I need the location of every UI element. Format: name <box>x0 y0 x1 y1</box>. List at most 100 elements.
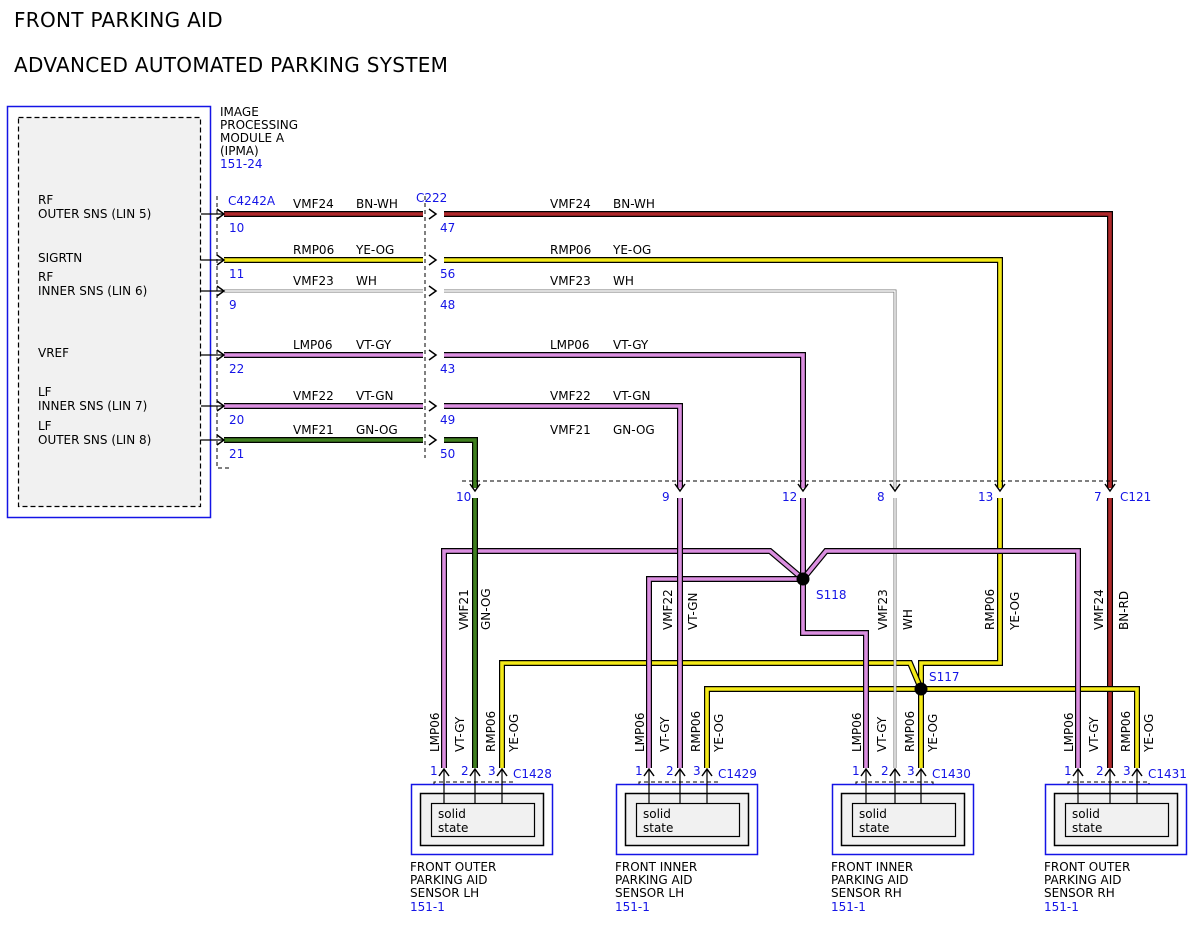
sensor-pin-arrow <box>674 767 686 777</box>
inline-connector-arrow <box>428 349 438 361</box>
sensor-element-label: solid <box>643 807 671 821</box>
inline-connector-arrow <box>428 285 438 297</box>
circuit-color-label: GN-OG <box>356 423 398 437</box>
module-pin-arrow <box>216 349 226 361</box>
module-pin-arrow <box>216 254 226 266</box>
harness-connector-arrow <box>469 483 481 493</box>
sensor-pin-number: 2 <box>1096 764 1104 778</box>
circuit-color-label: VT-GY <box>356 338 392 352</box>
harness-connector-arrow <box>994 483 1006 493</box>
module-pin-arrow <box>216 400 226 412</box>
harness-color-label: BN-RD <box>1117 591 1131 630</box>
module-pin-label: INNER SNS (LIN 6) <box>38 284 147 298</box>
circuit-label: LMP06 <box>550 338 590 352</box>
diagram-title: FRONT PARKING AID <box>14 8 223 32</box>
sensor-pin-arrow <box>1104 767 1116 777</box>
sensor-name-line: PARKING AID <box>1044 873 1122 887</box>
circuit-color-label: BN-WH <box>356 197 398 211</box>
sensor-name-line: SENSOR RH <box>1044 886 1115 900</box>
circuit-label: VMF23 <box>293 274 334 288</box>
module-pin-label: VREF <box>38 346 69 360</box>
wire-rmp06-lh-inner-fill <box>705 687 921 768</box>
sensor-pin-arrow <box>643 767 655 777</box>
module-connector-pin: 21 <box>229 447 244 461</box>
diagram-subtitle: ADVANCED AUTOMATED PARKING SYSTEM <box>14 53 449 77</box>
wire-vmf24-b-outline <box>444 211 1113 488</box>
splice-s117-dot <box>914 682 928 696</box>
sensor-pin-arrow <box>889 767 901 777</box>
circuit-color-label: YE-OG <box>355 243 394 257</box>
wire-lmp06-lh-inner-fill <box>647 577 803 768</box>
sensor-circuit-label: RMP06 <box>484 711 498 752</box>
circuit-label: VMF24 <box>550 197 591 211</box>
sensor-connector-outline <box>638 781 720 784</box>
wire-rmp06-rh-outer-fill <box>921 687 1139 768</box>
sensor-pin-number: 3 <box>693 764 701 778</box>
circuit-label: VMF22 <box>550 389 591 403</box>
sensor-color-label: VT-GY <box>875 716 889 752</box>
sensor-ref: 151-1 <box>831 900 866 914</box>
module-pin-label: LF <box>38 419 52 433</box>
wire-vmf24-b-fill <box>444 212 1112 488</box>
wire-lmp06-rh-inner-fill <box>801 579 868 768</box>
wire-vmf22-b <box>444 403 683 488</box>
sensor-pin-arrow <box>1072 767 1084 777</box>
inline-connector-pin: 56 <box>440 267 455 281</box>
harness-circuit-label: RMP06 <box>983 589 997 630</box>
sensor-name-line: FRONT OUTER <box>410 860 496 874</box>
wire-rmp06-lh-inner <box>704 686 921 768</box>
circuit-color-label: GN-OG <box>613 423 655 437</box>
sensor-element-label: solid <box>438 807 466 821</box>
circuit-label: VMF21 <box>550 423 591 437</box>
sensor-name-line: FRONT INNER <box>615 860 697 874</box>
inline-connector-arrow <box>428 254 438 266</box>
sensor-pin-arrow <box>469 767 481 777</box>
sensor-element-label: solid <box>1072 807 1100 821</box>
wire-lmp06-rh-outer-fill <box>801 549 1080 768</box>
wire-rmp06-c-fill <box>919 498 1002 689</box>
harness-color-label: YE-OG <box>1008 592 1022 631</box>
sensor-name-line: FRONT OUTER <box>1044 860 1130 874</box>
wire-lmp06-rh-outer-outline <box>800 548 1081 768</box>
module-name-line: (IPMA) <box>220 144 259 158</box>
sensor-element <box>851 802 957 838</box>
module-connector-pin: 22 <box>229 362 244 376</box>
wire-lmp06-b-outline <box>444 352 806 488</box>
splice-s118-dot <box>796 572 810 586</box>
wire-lmp06-lh-inner <box>646 576 803 768</box>
sensor-name-line: PARKING AID <box>831 873 909 887</box>
splice-s117-label: S117 <box>929 670 960 684</box>
sensor-pin-arrow <box>915 767 927 777</box>
harness-color-label: WH <box>901 609 915 630</box>
sensor-pin-number: 1 <box>1064 764 1072 778</box>
sensor-name-line: PARKING AID <box>615 873 693 887</box>
harness-connector-pin: 9 <box>662 490 670 504</box>
inline-connector-pin: 47 <box>440 221 455 235</box>
sensor-pin-arrow <box>1131 767 1143 777</box>
sensor-pin-arrow <box>496 767 508 777</box>
sensor-pin-arrow <box>860 767 872 777</box>
harness-connector-arrow <box>1104 483 1116 493</box>
circuit-label: VMF23 <box>550 274 591 288</box>
circuit-label: RMP06 <box>550 243 591 257</box>
sensor-color-label: YE-OG <box>926 714 940 753</box>
harness-connector-arrow <box>889 483 901 493</box>
wire-rmp06-lh-outer <box>499 660 924 768</box>
circuit-color-label: BN-WH <box>613 197 655 211</box>
sensor-name-line: PARKING AID <box>410 873 488 887</box>
wire-lmp06-b-fill <box>444 353 805 488</box>
wire-vmf22-b-outline <box>444 403 683 488</box>
harness-color-label: GN-OG <box>479 588 493 630</box>
circuit-label: VMF24 <box>293 197 334 211</box>
sensor-color-label: VT-GY <box>453 716 467 752</box>
module-name-line: IMAGE <box>220 105 259 119</box>
wire-rmp06-rh-outer <box>921 686 1140 768</box>
module-name-line: PROCESSING <box>220 118 298 132</box>
wire-vmf23-b-outline <box>444 289 897 488</box>
sensor-name-line: SENSOR LH <box>615 886 684 900</box>
sensor-connector-outline <box>1067 781 1150 784</box>
sensor-circuit-label: LMP06 <box>428 712 442 752</box>
